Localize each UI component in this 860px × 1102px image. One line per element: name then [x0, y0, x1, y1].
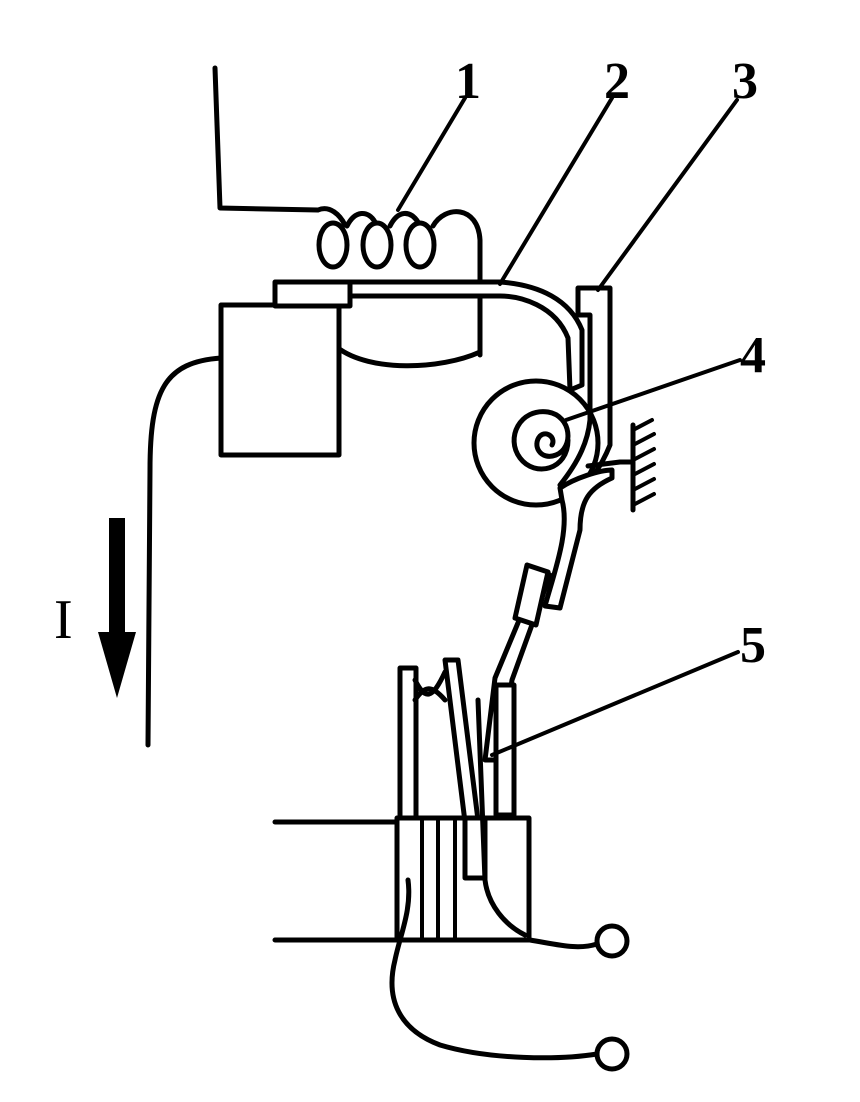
spiral-spring-4: [511, 409, 571, 472]
terminal-upper: [594, 923, 630, 959]
lower-wire: [389, 877, 600, 1061]
left-block: [218, 302, 342, 458]
coil: [315, 206, 483, 358]
callout-4: 4: [740, 327, 766, 384]
callout-5: 5: [740, 617, 766, 674]
callout-3: 3: [732, 53, 758, 110]
leader-4: [564, 358, 742, 422]
leader-1: [396, 96, 467, 212]
current-wire: [145, 355, 224, 748]
callout-2: 2: [604, 53, 630, 110]
leader-2: [498, 96, 614, 286]
supply-wire: [212, 65, 321, 213]
lower-line: [272, 937, 600, 950]
leader-5: [490, 650, 740, 757]
latch-arm: [542, 467, 615, 611]
callout-1: 1: [455, 53, 481, 110]
block-cap: [272, 279, 353, 309]
current-arrow: [98, 518, 136, 698]
current-label: I: [54, 589, 73, 651]
rod-sleeve: [512, 562, 551, 628]
pivot-circle: [471, 378, 601, 508]
terminal-lower: [594, 1036, 630, 1072]
fixed-support: [585, 418, 656, 513]
leader-3: [596, 98, 739, 292]
contact-assembly: [394, 657, 532, 943]
magnet-core: [335, 345, 483, 369]
